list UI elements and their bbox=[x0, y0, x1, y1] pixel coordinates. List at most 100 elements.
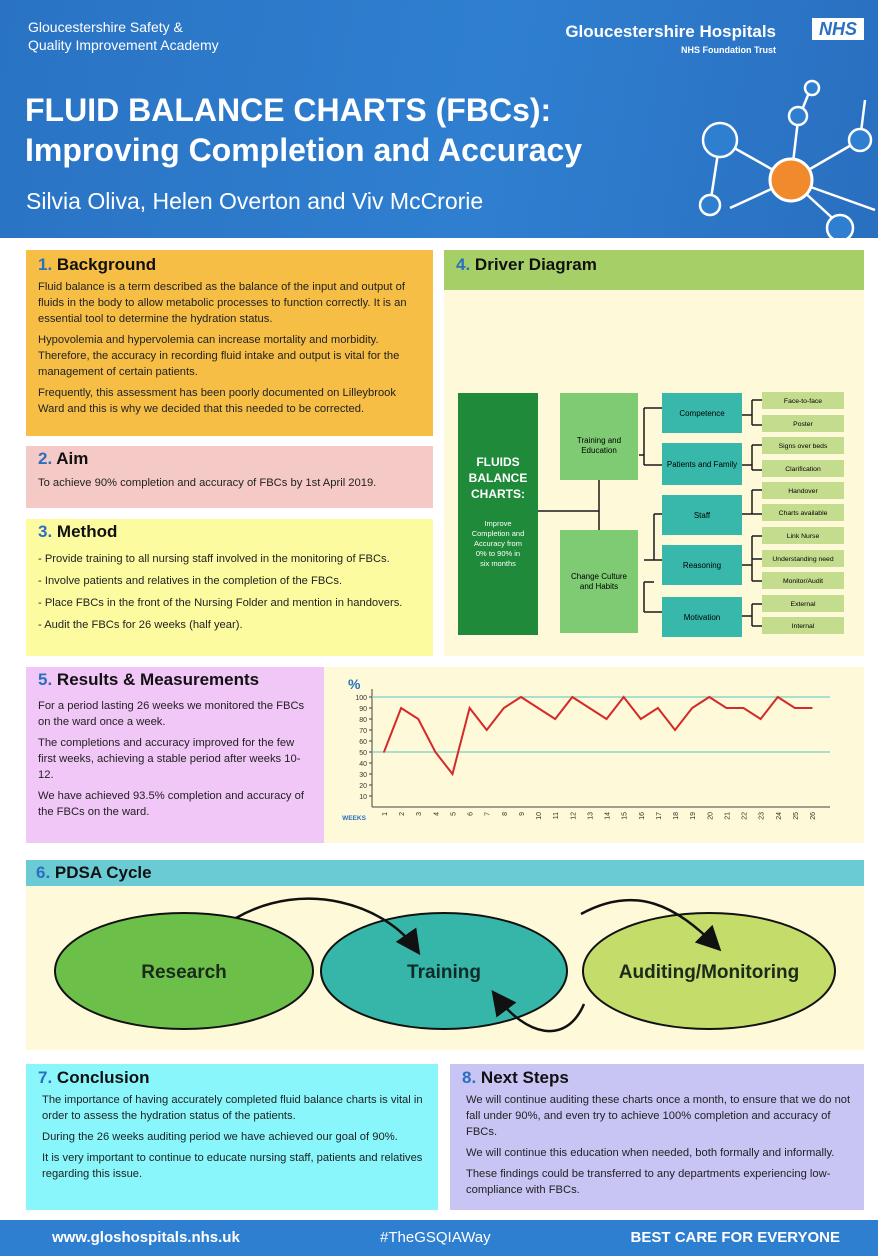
chart-x-tick-label: 4 bbox=[433, 812, 440, 816]
driver-change-label: Charts available bbox=[779, 510, 828, 517]
chart-x-tick-label: 9 bbox=[519, 812, 526, 816]
driver-change-label: Face-to-face bbox=[784, 398, 822, 405]
method-item: - Place FBCs in the front of the Nursing… bbox=[38, 597, 403, 609]
title-line-1: FLUID BALANCE CHARTS (FBCs): bbox=[25, 92, 552, 128]
chart-x-tick-label: 13 bbox=[587, 812, 594, 820]
driver-change-label: Handover bbox=[788, 488, 818, 495]
pdsa-panel: Research Training Auditing/Monitoring bbox=[26, 886, 864, 1050]
pdsa-stage-training: Training bbox=[407, 962, 481, 983]
chart-y-tick-label: 50 bbox=[359, 750, 367, 757]
results-heading: 5. Results & Measurements bbox=[38, 670, 260, 689]
results-paragraph: We have achieved 93.5% completion and ac… bbox=[38, 790, 304, 818]
driver-change-label: Link Nurse bbox=[787, 533, 820, 540]
method-heading: 3. Method bbox=[38, 522, 118, 541]
driver-change-poster bbox=[762, 415, 844, 432]
results-paragraph: The completions and accuracy improved fo… bbox=[38, 737, 301, 781]
driver-change-understanding bbox=[762, 550, 844, 567]
chart-x-tick-label: 12 bbox=[570, 812, 577, 820]
driver-aim-title-1: FLUIDS bbox=[476, 455, 519, 469]
chart-point bbox=[708, 696, 711, 698]
chart-x-label: WEEKS bbox=[342, 815, 367, 822]
chart-point bbox=[451, 773, 454, 775]
chart-point bbox=[537, 707, 539, 709]
pdsa-auditing-ellipse bbox=[582, 912, 836, 1030]
chart-point bbox=[417, 718, 420, 720]
pdsa-diagram: Research Training Auditing/Monitoring bbox=[54, 897, 836, 1033]
pdsa-stage-auditing: Auditing/Monitoring bbox=[619, 962, 799, 983]
driver-aim-title-2: BALANCE bbox=[469, 471, 528, 485]
driver-primary-culture-label-1: Change Culture bbox=[571, 572, 628, 581]
chart-x-tick-label: 8 bbox=[502, 812, 509, 816]
driver-secondary-motivation-label: Motivation bbox=[684, 613, 720, 622]
poster-footer: www.gloshospitals.nhs.uk #TheGSQIAWay BE… bbox=[0, 1220, 878, 1256]
chart-y-label: % bbox=[348, 676, 361, 692]
chart-y-tick-label: 20 bbox=[359, 783, 367, 790]
results-panel: 5. Results & Measurements For a period l… bbox=[26, 667, 324, 843]
chart-x-tick-label: 15 bbox=[622, 812, 629, 820]
driver-change-label: Monitor/Audit bbox=[783, 578, 823, 585]
driver-secondary-motivation bbox=[662, 597, 742, 637]
background-panel: 1. Background Fluid balance is a term de… bbox=[26, 250, 433, 436]
driver-aim-title-3: CHARTS: bbox=[471, 487, 525, 501]
chart-point bbox=[742, 707, 745, 709]
chart-point bbox=[485, 729, 488, 731]
chart-point bbox=[503, 707, 505, 709]
chart-point bbox=[776, 696, 779, 698]
driver-aim-sub-1: Improve bbox=[484, 519, 511, 528]
pdsa-research-ellipse bbox=[54, 912, 314, 1030]
next-steps-paragraph: We will continue auditing these charts o… bbox=[466, 1094, 851, 1138]
chart-y-tick-label: 10 bbox=[359, 794, 367, 801]
next-steps-paragraph: These findings could be transferred to a… bbox=[466, 1168, 831, 1196]
chart-x-tick-label: 25 bbox=[793, 812, 800, 820]
driver-change-label: Signs over beds bbox=[779, 443, 828, 450]
footer-url[interactable]: www.gloshospitals.nhs.uk bbox=[52, 1229, 240, 1246]
chart-y-tick-label: 80 bbox=[359, 717, 367, 724]
driver-change-monitor bbox=[762, 572, 844, 589]
method-item: - Involve patients and relatives in the … bbox=[38, 575, 343, 587]
next-steps-paragraph: We will continue this education when nee… bbox=[466, 1147, 835, 1159]
driver-change-label: External bbox=[791, 601, 816, 608]
pdsa-arrow-research-training bbox=[235, 897, 421, 956]
chart-y-tick-label: 30 bbox=[359, 772, 367, 779]
chart-x-tick-label: 21 bbox=[724, 812, 731, 820]
trust-subtitle: NHS Foundation Trust bbox=[681, 45, 776, 55]
academy-line-1: Gloucestershire Safety & bbox=[28, 19, 183, 35]
chart-point bbox=[691, 707, 693, 709]
poster-title: FLUID BALANCE CHARTS (FBCs): Improving C… bbox=[25, 90, 582, 170]
driver-secondary-patients bbox=[662, 443, 742, 485]
conclusion-paragraph: The importance of having accurately comp… bbox=[42, 1094, 423, 1122]
background-heading: 1. Background bbox=[38, 255, 157, 274]
aim-heading: 2. Aim bbox=[38, 449, 89, 468]
driver-heading: 4. Driver Diagram bbox=[456, 255, 597, 274]
chart-point bbox=[434, 751, 437, 753]
chart-x-tick-label: 19 bbox=[690, 812, 697, 820]
driver-change-handover bbox=[762, 482, 844, 499]
chart-x-tick-label: 20 bbox=[707, 812, 714, 820]
driver-change-face-to-face bbox=[762, 392, 844, 409]
chart-point bbox=[383, 751, 385, 753]
pdsa-header: 6. PDSA Cycle bbox=[26, 860, 864, 886]
chart-series-line bbox=[383, 695, 812, 777]
driver-aim-box bbox=[458, 393, 538, 635]
driver-change-label: Internal bbox=[792, 623, 815, 630]
driver-change-label: Poster bbox=[793, 421, 813, 428]
chart-point bbox=[622, 696, 625, 698]
driver-change-link-nurse bbox=[762, 527, 844, 544]
chart-x-tick-label: 22 bbox=[742, 812, 749, 820]
results-paragraph: For a period lasting 26 weeks we monitor… bbox=[38, 700, 305, 728]
driver-primary-training-label-1: Training and bbox=[577, 436, 621, 445]
chart-point bbox=[400, 707, 402, 709]
network-center-node bbox=[768, 157, 814, 203]
chart-point bbox=[640, 718, 642, 720]
driver-primary-culture bbox=[560, 530, 638, 633]
chart-x-tick-label: 5 bbox=[450, 812, 457, 816]
chart-x-tick-label: 18 bbox=[673, 812, 680, 820]
driver-primary-culture-label-2: and Habits bbox=[580, 582, 618, 591]
chart-point bbox=[520, 696, 522, 698]
chart-point bbox=[725, 707, 728, 709]
driver-change-clarification bbox=[762, 460, 844, 477]
driver-aim-sub-3: Accuracy from bbox=[474, 539, 522, 548]
driver-change-external bbox=[762, 595, 844, 612]
method-panel: 3. Method - Provide training to all nurs… bbox=[26, 519, 433, 656]
chart-x-tick-label: 26 bbox=[810, 812, 817, 820]
